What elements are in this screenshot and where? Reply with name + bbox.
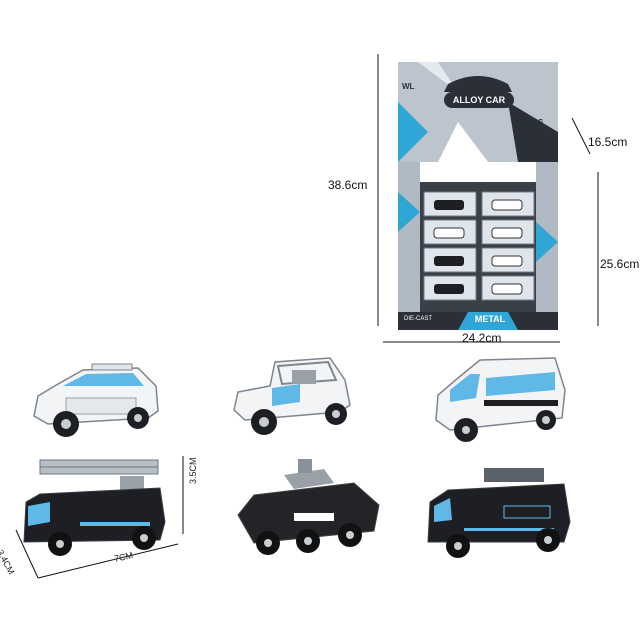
white-jeep-car <box>230 350 360 445</box>
black-swat-truck-car <box>424 462 574 567</box>
display-box: WL ALLOY CAR 24PCS DIE-CAST METAL <box>398 62 558 330</box>
dim-depth-label: 16.5cm <box>588 135 628 149</box>
dim-height-label: 38.6cm <box>328 178 368 192</box>
brand-logo: WL <box>402 82 415 91</box>
box-title: ALLOY CAR <box>444 92 514 108</box>
black-tank-car <box>234 455 384 565</box>
die-cast-label: DIE-CAST <box>404 316 433 322</box>
dim-car-height-label: 3.5CM <box>188 457 198 484</box>
dim-front-height-label: 25.6cm <box>600 257 640 271</box>
black-ladder-truck-car <box>20 452 170 562</box>
metal-label: METAL <box>474 314 506 324</box>
count-badge: 24PCS <box>518 118 544 127</box>
white-van-car <box>430 350 570 445</box>
white-suv-car <box>28 356 163 446</box>
dim-width-label: 24.2cm <box>462 331 502 345</box>
